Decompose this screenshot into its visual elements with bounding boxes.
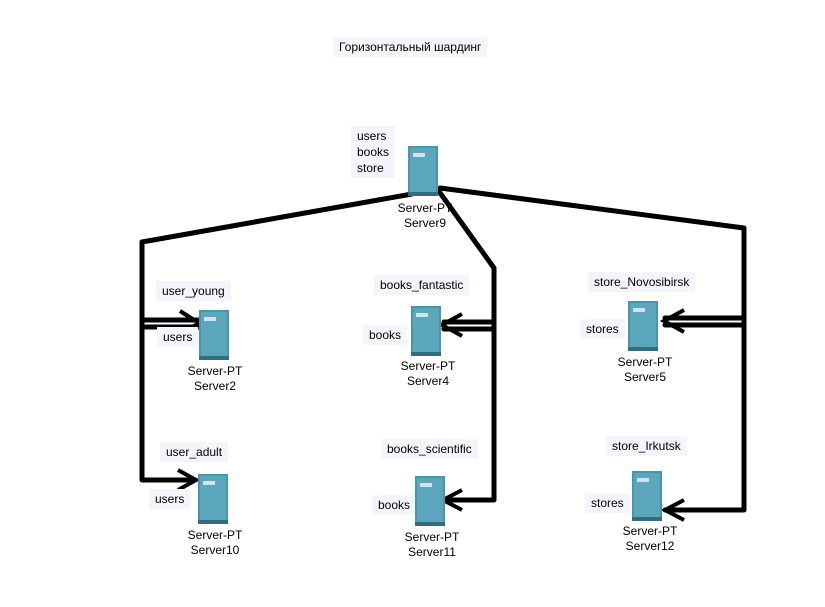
table-label: stores [580,319,625,339]
server-icon[interactable] [198,474,228,524]
server-model: Server-PT [400,359,456,373]
shard-label: books_scientific [381,439,478,459]
arrowhead-server4 [437,312,463,338]
server-icon[interactable] [415,476,445,526]
server-model: Server-PT [397,201,453,215]
server-name: Server2 [193,379,237,393]
root-tables-note: users books store [351,126,396,178]
table-label: users [149,489,191,509]
link-root-store [437,185,747,513]
shard-label: store_Irkutsk [606,436,687,456]
server-name: Server4 [406,374,450,388]
server-name: Server10 [190,543,240,557]
shard-label: user_young [156,281,231,301]
server-icon[interactable] [408,146,438,196]
server-model: Server-PT [622,524,678,538]
server-icon[interactable] [411,306,441,356]
server-name: Server11 [408,545,456,559]
table-label: users [157,327,199,347]
arrowhead-server5 [659,308,685,334]
table-label: books [363,325,408,345]
shard-label: store_Novosibirsk [588,272,696,292]
server-icon[interactable] [628,301,658,351]
server-name: Server9 [403,216,447,230]
server-name: Server5 [623,370,667,384]
server-model: Server-PT [187,528,243,542]
server-model: Server-PT [404,530,460,544]
server-icon[interactable] [632,471,662,521]
arrowhead-server10 [177,468,201,492]
server-name: Server12 [625,539,675,553]
link-root-books [435,187,497,503]
table-label: stores [585,493,630,513]
server-model: Server-PT [187,364,243,378]
server-icon[interactable] [199,310,229,360]
shard-label: user_adult [160,442,229,462]
link-root-users [139,191,415,483]
server-model: Server-PT [617,355,673,369]
diagram-title: Горизонтальный шардинг [333,37,488,57]
table-label: books [372,495,417,515]
arrowhead-server12 [660,498,685,522]
shard-label: books_fantastic [374,275,470,295]
